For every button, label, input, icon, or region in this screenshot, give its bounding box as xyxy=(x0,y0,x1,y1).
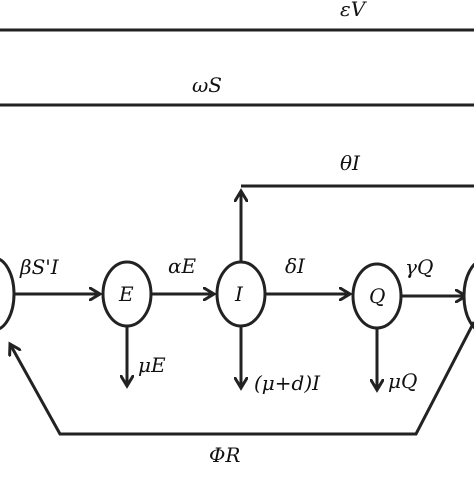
node-i-label: I xyxy=(234,282,244,306)
mu-e-label: μE xyxy=(138,353,166,377)
node-q-label: Q xyxy=(369,284,385,308)
delta-i-label: δI xyxy=(285,254,306,278)
node-s-partial xyxy=(0,257,16,331)
mu-q-label: μQ xyxy=(388,369,417,393)
phi-r-label: ΦR xyxy=(209,443,240,467)
node-e-label: E xyxy=(118,282,134,306)
omega-s-label: ωS xyxy=(192,73,222,97)
gamma-q-label: γQ xyxy=(405,255,433,279)
node-r-partial xyxy=(462,262,474,330)
theta-i-label: θI xyxy=(340,151,361,175)
beta-si-label: βS'I xyxy=(19,255,60,279)
mu-d-i-label: (μ+d)I xyxy=(254,371,321,395)
alpha-e-label: αE xyxy=(168,254,197,278)
phi-r-return-line xyxy=(10,321,474,436)
epsilon-v-label: εV xyxy=(340,0,368,21)
